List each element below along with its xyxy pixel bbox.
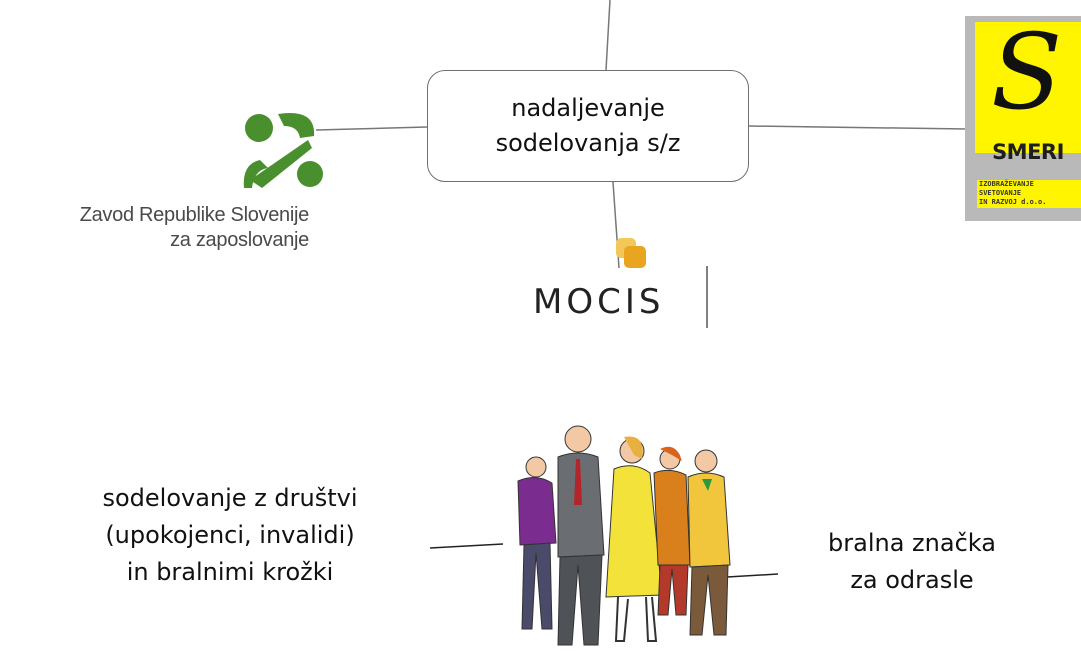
smeri-s-icon: S xyxy=(991,11,1063,133)
zrss-name-line-1: Zavod Republike Slovenije xyxy=(79,204,310,226)
zrss-logo-icon xyxy=(243,112,323,188)
group-of-people-icon xyxy=(517,425,731,646)
smeri-desc-line-2: SVETOVANJE xyxy=(979,189,1022,197)
smeri-desc-line-3: IN RAZVOJ d.o.o. xyxy=(979,198,1047,206)
connector-top xyxy=(605,0,611,71)
right-text-line-1: bralna značka xyxy=(828,529,996,557)
smeri-logo: S SMERI IZOBRAŽEVANJE SVETOVANJE IN RAZV… xyxy=(965,16,1081,221)
smeri-name: SMERI xyxy=(992,140,1064,164)
left-text-line-2: (upokojenci, invalidi) xyxy=(105,521,355,550)
connector-right xyxy=(748,125,968,130)
zrss-name-line-2: za zaposlovanje xyxy=(170,229,309,251)
smeri-logo-background xyxy=(975,22,1081,153)
center-node-line-2: sodelovanja s/z xyxy=(495,129,681,157)
mocis-logo-icon xyxy=(616,238,646,268)
smeri-desc-line-1: IZOBRAŽEVANJE xyxy=(979,180,1034,188)
center-node-line-1: nadaljevanje xyxy=(511,94,665,123)
connector-left-bottom xyxy=(429,543,504,549)
left-text-line-3: in bralnimi krožki xyxy=(126,558,334,587)
left-text-line-1: sodelovanje z društvi xyxy=(102,484,358,512)
smeri-description: IZOBRAŽEVANJE SVETOVANJE IN RAZVOJ d.o.o… xyxy=(977,180,1081,208)
right-text-line-2: za odrasle xyxy=(850,566,974,595)
left-text: sodelovanje z društvi (upokojenci, inval… xyxy=(70,480,390,592)
connector-left xyxy=(315,126,428,131)
center-node: nadaljevanje sodelovanja s/z xyxy=(427,70,749,182)
mocis-label: MOCIS xyxy=(533,282,665,322)
right-text: bralna značka za odrasle xyxy=(792,525,1032,599)
zrss-name: Zavod Republike Slovenije za zaposlovanj… xyxy=(79,203,310,253)
